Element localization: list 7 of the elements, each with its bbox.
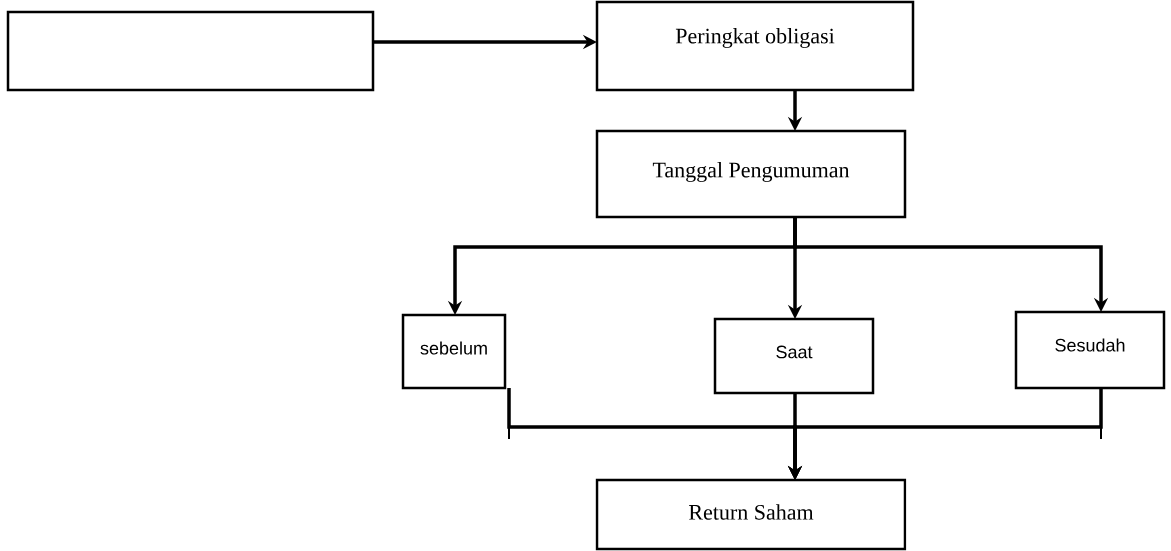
process-box: Return Saham	[595, 478, 907, 551]
process-box: Peringkat obligasi	[595, 0, 915, 92]
process-box: Saat	[713, 317, 875, 395]
process-box: Tanggal Pengumuman	[595, 129, 907, 219]
process-box	[6, 10, 375, 92]
process-box: sebelum	[401, 313, 507, 390]
process-box: Sesudah	[1014, 310, 1166, 390]
